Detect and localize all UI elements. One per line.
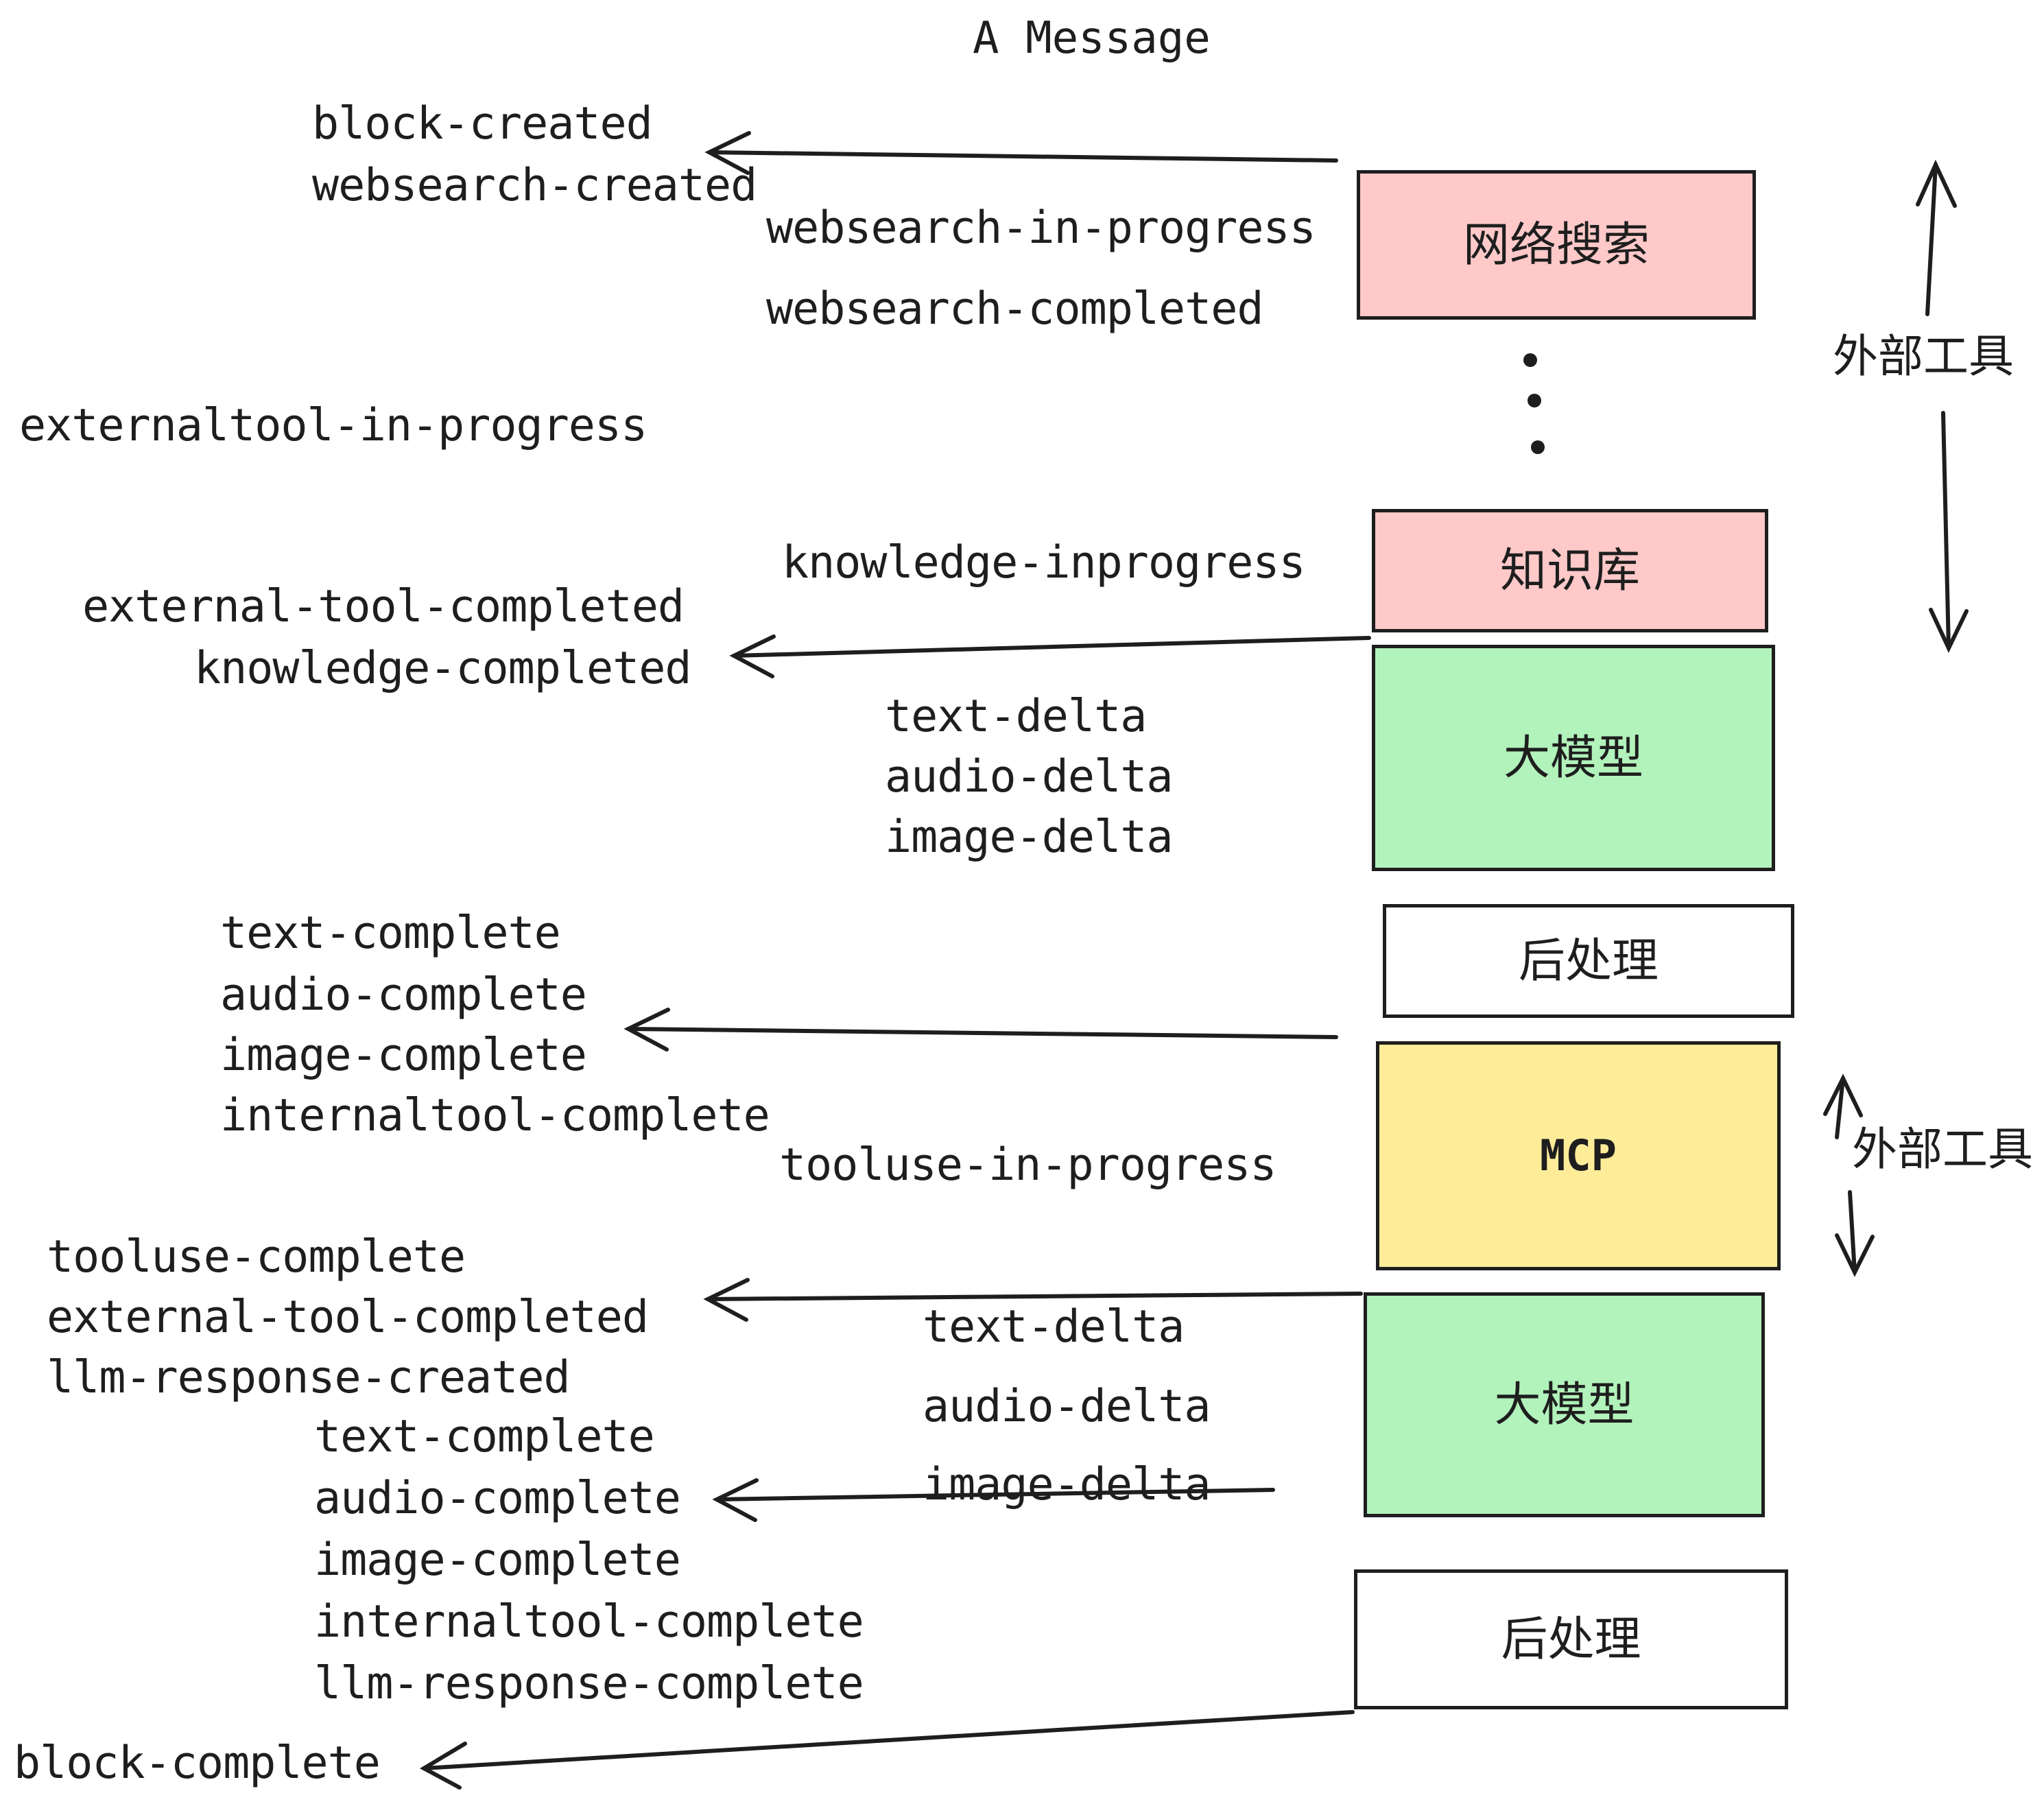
- box-postprocess-1-label: 后处理: [1518, 935, 1659, 987]
- arrow-websearch-created-left: [704, 131, 1338, 175]
- event-label-text-delta-1: text-delta: [885, 691, 1147, 742]
- event-label-internaltool-complete-1: internaltool-complete: [220, 1090, 770, 1141]
- box-postprocess-2-label: 后处理: [1501, 1613, 1641, 1665]
- arrow-external-tools-up-1: [1916, 159, 1957, 316]
- box-llm-2: 大模型: [1364, 1292, 1765, 1517]
- event-label-image-delta-1: image-delta: [885, 811, 1173, 863]
- event-label-websearch-in-progress: websearch-in-progress: [766, 202, 1316, 254]
- box-llm-1-label: 大模型: [1503, 732, 1643, 784]
- arrow-external-tools-down-1: [1929, 411, 1969, 654]
- event-label-external-tool-completed: external-tool-completed: [82, 581, 685, 632]
- event-label-image-complete-1: image-complete: [220, 1030, 587, 1081]
- box-websearch-label: 网络搜索: [1462, 219, 1650, 271]
- box-knowledge-base: 知识库: [1372, 509, 1768, 632]
- event-label-llm-response-created: llm-response-created: [47, 1352, 571, 1403]
- event-label-audio-delta-1: audio-delta: [885, 751, 1173, 803]
- box-llm-1: 大模型: [1372, 645, 1775, 871]
- event-label-internaltool-complete-2: internaltool-complete: [314, 1596, 864, 1648]
- event-label-knowledge-inprogress: knowledge-inprogress: [782, 537, 1306, 589]
- diagram-title: A Message: [973, 13, 1211, 64]
- box-llm-2-label: 大模型: [1494, 1379, 1635, 1431]
- event-label-text-complete-1: text-complete: [220, 907, 561, 959]
- event-label-tooluse-complete: tooluse-complete: [47, 1231, 466, 1283]
- side-label-external-tools-top: 外部工具: [1833, 331, 2014, 381]
- event-label-llm-response-complete: llm-response-complete: [314, 1658, 864, 1709]
- arrow-image-complete-left: [623, 1008, 1338, 1052]
- box-postprocess-1: 后处理: [1383, 904, 1794, 1018]
- event-label-image-complete-2: image-complete: [314, 1534, 681, 1586]
- event-label-tooluse-in-progress: tooluse-in-progress: [779, 1139, 1277, 1191]
- event-label-audio-complete-2: audio-complete: [314, 1473, 681, 1524]
- ellipsis-dots: [1523, 353, 1545, 454]
- box-mcp-label: MCP: [1540, 1130, 1617, 1180]
- arrow-block-complete-left: [419, 1710, 1355, 1790]
- box-websearch: 网络搜索: [1357, 170, 1756, 320]
- event-label-external-tool-completed-2: external-tool-completed: [47, 1292, 649, 1343]
- event-label-block-complete: block-complete: [14, 1737, 381, 1789]
- event-label-knowledge-completed: knowledge-completed: [194, 643, 692, 694]
- event-label-websearch-completed: websearch-completed: [766, 283, 1264, 335]
- event-label-text-delta-2: text-delta: [923, 1301, 1185, 1353]
- side-label-external-tools-bottom: 外部工具: [1852, 1124, 2033, 1174]
- event-label-image-delta-2: image-delta: [923, 1459, 1211, 1510]
- event-label-audio-complete-1: audio-complete: [220, 969, 587, 1021]
- arrow-knowledge-completed-left: [729, 634, 1371, 678]
- event-label-text-complete-2: text-complete: [314, 1411, 655, 1462]
- box-postprocess-2: 后处理: [1354, 1569, 1788, 1709]
- arrow-external-tools-down-2: [1835, 1190, 1875, 1277]
- event-label-externaltool-in-progress: externaltool-in-progress: [19, 400, 647, 451]
- event-label-websearch-created: websearch-created: [312, 160, 757, 211]
- box-mcp: MCP: [1376, 1041, 1781, 1270]
- event-label-audio-delta-2: audio-delta: [923, 1381, 1211, 1432]
- event-label-block-created: block-created: [312, 98, 653, 150]
- box-knowledge-base-label: 知识库: [1499, 545, 1640, 597]
